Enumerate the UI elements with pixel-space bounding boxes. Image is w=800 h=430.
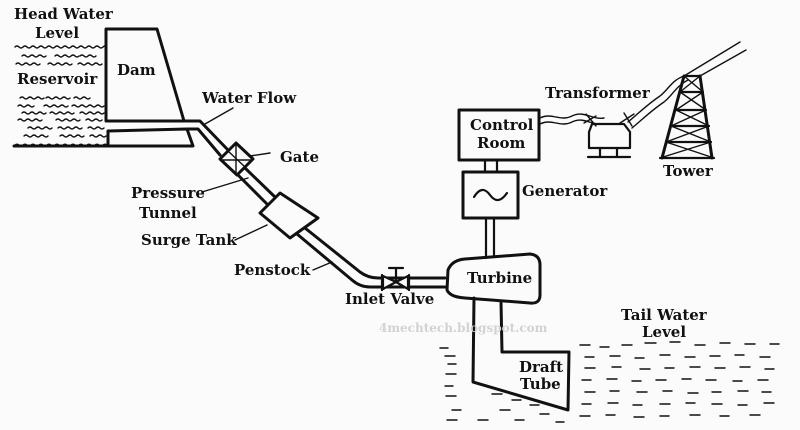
ac-sine-icon xyxy=(472,188,509,202)
label-head-water-level: Head Water xyxy=(14,5,114,23)
label-inlet-valve: Inlet Valve xyxy=(345,290,434,308)
surge-tank xyxy=(258,191,320,240)
penstock xyxy=(295,226,447,289)
dam xyxy=(12,27,195,148)
water-wave xyxy=(87,126,105,130)
label-water-flow: Water Flow xyxy=(201,89,297,107)
water-wave xyxy=(47,62,73,66)
water-wave xyxy=(49,111,75,115)
label-reservoir: Reservoir xyxy=(17,70,98,88)
shaft xyxy=(484,216,496,260)
label-tail-water-level: Tail Water xyxy=(621,306,708,324)
water-wave xyxy=(19,96,45,100)
label-penstock: Penstock xyxy=(234,261,311,279)
water-wave xyxy=(85,118,103,122)
label-control-room-2: Room xyxy=(477,134,525,152)
water-wave xyxy=(55,118,81,122)
draft-tube xyxy=(471,296,571,412)
water-wave xyxy=(89,134,107,138)
water-wave xyxy=(79,54,97,58)
label-gate: Gate xyxy=(280,148,319,166)
water-wave xyxy=(77,62,103,66)
watermark: 4mechtech.blogspot.com xyxy=(379,321,548,335)
label-pressure-tunnel-2: Tunnel xyxy=(139,204,197,222)
transformer xyxy=(583,112,635,159)
label-control-room: Control xyxy=(470,116,534,134)
water-wave xyxy=(57,126,83,130)
water-wave xyxy=(43,104,69,108)
transmission-tower xyxy=(658,41,747,160)
label-tail-water-level-2: Level xyxy=(642,323,686,341)
label-surge-tank: Surge Tank xyxy=(141,231,237,249)
water-wave xyxy=(23,134,49,138)
water-wave xyxy=(95,104,105,108)
leader-lines xyxy=(201,107,333,271)
water-wave xyxy=(73,96,91,100)
water-wave xyxy=(15,62,41,66)
label-dam: Dam xyxy=(117,61,156,79)
water-wave xyxy=(54,54,80,58)
generator xyxy=(461,170,520,220)
label-head-water-level-2: Level xyxy=(35,24,79,42)
water-wave xyxy=(45,96,71,100)
water-wave xyxy=(14,45,112,49)
label-pressure-tunnel: Pressure xyxy=(131,184,205,202)
label-draft-tube-2: Tube xyxy=(520,375,561,393)
water-wave xyxy=(17,104,35,108)
water-wave xyxy=(71,104,97,108)
tunnel-segment xyxy=(243,166,278,200)
water-wave xyxy=(21,111,47,115)
water-wave xyxy=(21,54,47,58)
pressure-tunnel xyxy=(182,119,230,157)
label-transformer: Transformer xyxy=(545,84,651,102)
inlet-valve xyxy=(380,266,411,292)
water-wave xyxy=(79,111,105,115)
water-wave xyxy=(59,134,85,138)
reservoir-water xyxy=(14,45,112,147)
label-tower: Tower xyxy=(663,162,714,180)
water-wave xyxy=(17,118,43,122)
tail-water xyxy=(439,341,780,423)
water-wave xyxy=(27,126,53,130)
control-room xyxy=(457,108,541,162)
label-turbine: Turbine xyxy=(467,269,532,287)
turbine xyxy=(445,252,542,305)
label-generator: Generator xyxy=(522,182,608,200)
label-draft-tube: Draft xyxy=(519,358,563,376)
